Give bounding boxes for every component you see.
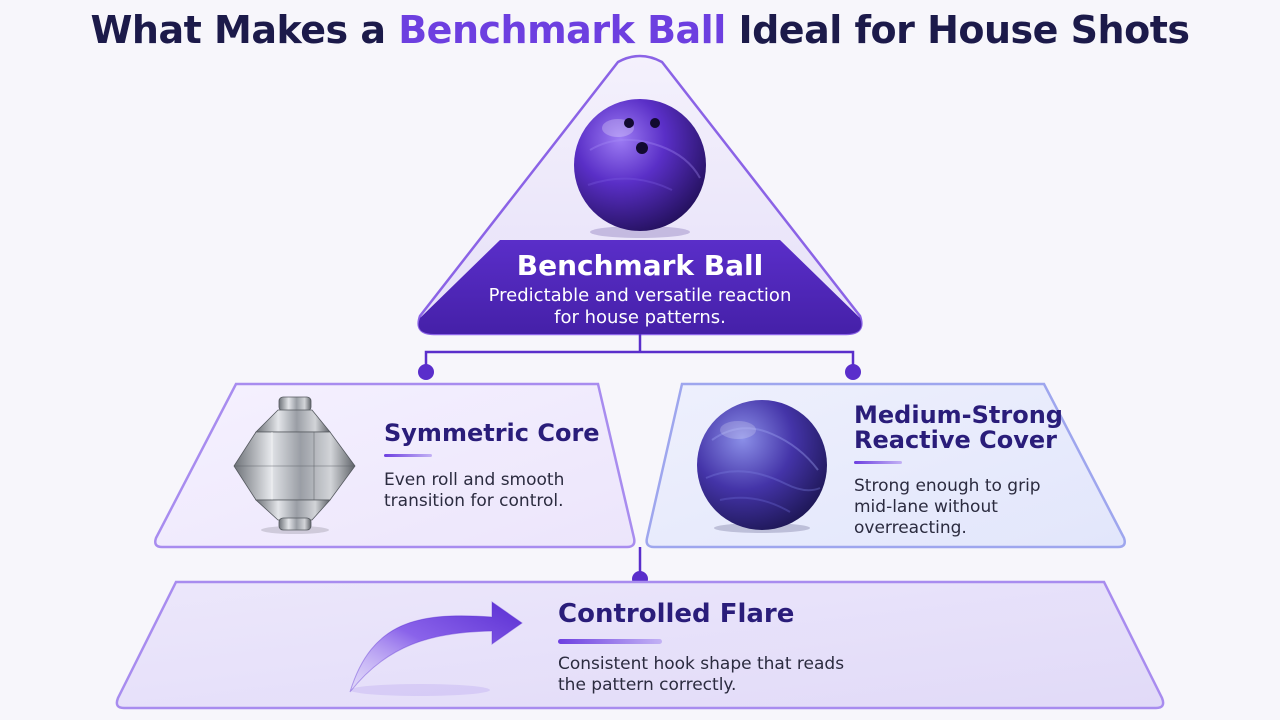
tier-left-line-2: transition for control. (384, 491, 564, 511)
tier-bottom-line-1: Consistent hook shape that reads (558, 654, 845, 674)
connector-dot-left (418, 364, 434, 380)
tier-bottom-shape (115, 580, 1165, 710)
tier-top-line-1: Predictable and versatile reaction (488, 285, 792, 306)
title-accent: Benchmark Ball (398, 8, 726, 52)
tier-right-heading-line-2: Reactive Cover (854, 426, 1058, 454)
tier-bottom (115, 580, 1165, 710)
symmetric-core-icon (233, 396, 356, 534)
tier-right-description: Strong enough to grip mid-lane without o… (854, 476, 1041, 539)
page-title: What Makes a Benchmark Ball Ideal for Ho… (0, 8, 1280, 52)
flare-arrow-icon (349, 601, 523, 696)
tier-left-heading: Symmetric Core (384, 419, 600, 447)
tier-left (154, 382, 636, 549)
tier-right-line-3: overreacting. (854, 518, 967, 538)
tier-top-line-2: for house patterns. (554, 307, 726, 328)
tier-right-line-1: Strong enough to grip (854, 476, 1041, 496)
connector-top (424, 334, 855, 372)
tier-bottom-line-2: the pattern correctly. (558, 675, 737, 695)
tier-right-heading-line-1: Medium-Strong (854, 401, 1063, 429)
tier-top-heading: Benchmark Ball (516, 249, 764, 282)
tier-top-band (418, 240, 862, 334)
title-end: Ideal for House Shots (725, 8, 1190, 52)
connector-dot-right (845, 364, 861, 380)
bowling-ball-icon (574, 99, 706, 238)
title-start: What Makes a (90, 8, 399, 52)
reactive-cover-ball-icon (697, 400, 827, 533)
tier-bottom-description: Consistent hook shape that reads the pat… (558, 654, 844, 696)
underline-left (384, 454, 432, 457)
tier-right-line-2: mid-lane without (854, 497, 998, 517)
tier-left-shape (154, 382, 636, 549)
tier-left-line-1: Even roll and smooth (384, 470, 565, 490)
tier-top-description: Predictable and versatile reaction for h… (440, 285, 840, 329)
underline-right (854, 461, 902, 464)
tier-left-description: Even roll and smooth transition for cont… (384, 470, 564, 512)
tier-bottom-heading: Controlled Flare (558, 599, 795, 629)
underline-bottom (558, 639, 662, 644)
